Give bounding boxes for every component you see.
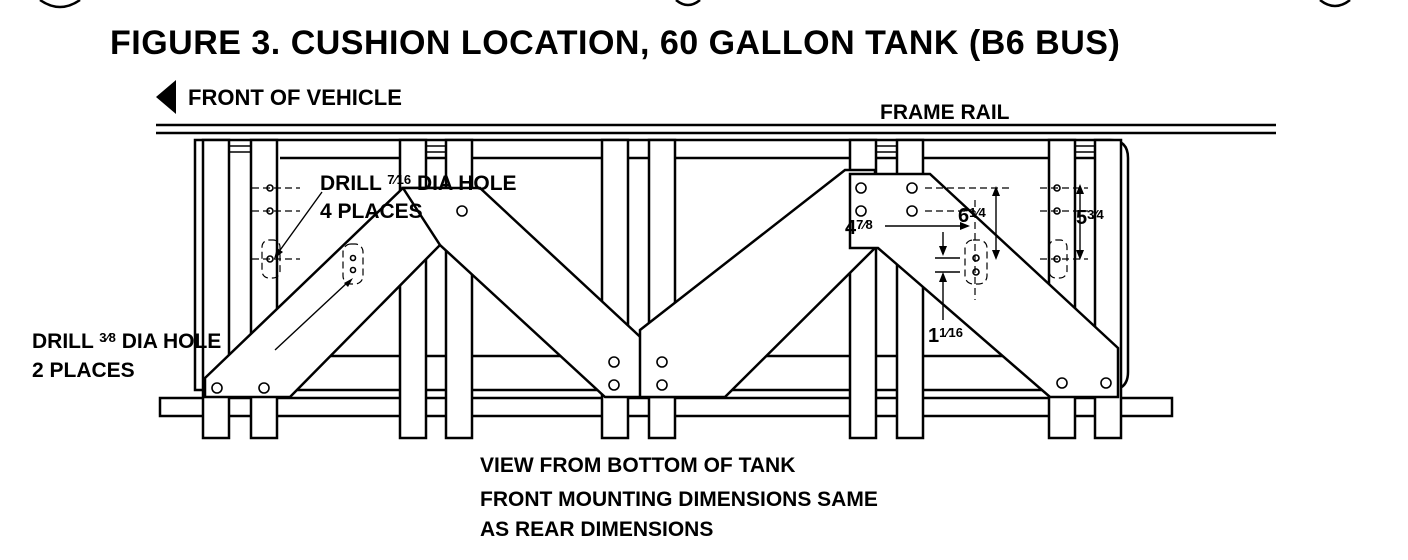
bolt-holes <box>211 182 1112 394</box>
dimension-6-1-4: 61⁄4 <box>958 205 987 227</box>
note-view-from-bottom: VIEW FROM BOTTOM OF TANK <box>480 454 795 477</box>
note-rear-dimensions: AS REAR DIMENSIONS <box>480 518 713 541</box>
dimension-4-7-8: 47⁄8 <box>845 217 873 239</box>
cushion-bracket-arm <box>400 186 680 399</box>
frame-rail <box>156 123 1276 135</box>
top-edge-mark-center <box>675 0 701 7</box>
frame-rail-label: FRAME RAIL <box>880 101 1010 124</box>
top-edge-mark-right <box>1319 0 1351 8</box>
note-front-mounting: FRONT MOUNTING DIMENSIONS SAME <box>480 488 878 511</box>
front-arrow-icon <box>156 80 176 114</box>
drill-716-callout-line1: DRILL 7⁄16 DIA HOLE <box>320 172 517 195</box>
drill-716-callout-line2: 4 PLACES <box>320 200 423 223</box>
cushion-bracket-arm <box>848 172 1120 399</box>
leader-lines <box>274 191 353 351</box>
dimension-1-1-16: 11⁄16 <box>928 325 963 347</box>
drill-38-callout-line1: DRILL 3⁄8 DIA HOLE <box>32 330 221 353</box>
dimension-5-3-4: 53⁄4 <box>1076 207 1105 229</box>
drill-38-callout-line2: 2 PLACES <box>32 359 135 382</box>
front-of-vehicle-label: FRONT OF VEHICLE <box>188 85 402 110</box>
top-edge-mark-left <box>39 0 81 9</box>
figure-title: FIGURE 3. CUSHION LOCATION, 60 GALLON TA… <box>110 24 1120 62</box>
dimension-lines <box>885 184 1084 320</box>
post-notches <box>229 145 1095 153</box>
